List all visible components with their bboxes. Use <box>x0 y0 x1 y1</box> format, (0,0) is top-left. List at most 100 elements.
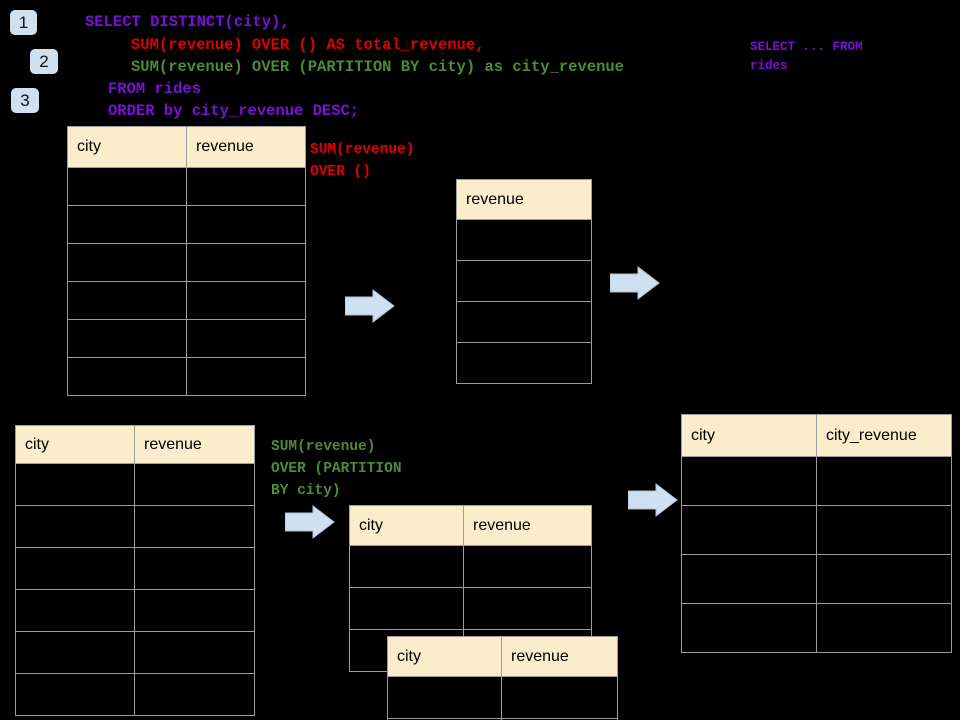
cell-revenue <box>186 357 306 396</box>
column-header-revenue: revenue <box>501 636 618 677</box>
sql-line-sum-over-partition: SUM(revenue) OVER (PARTITION BY city) as… <box>131 58 624 76</box>
sql-line-from-rides: FROM rides <box>108 80 202 98</box>
table-body <box>15 463 255 716</box>
column-header-city-revenue: city_revenue <box>816 414 952 457</box>
table-row <box>67 357 306 396</box>
table-row <box>681 554 952 604</box>
table-partition-front: city revenue <box>387 636 618 720</box>
table-body <box>387 676 618 720</box>
cell-city-revenue <box>816 456 952 506</box>
table-rides-top: city revenue <box>67 126 306 396</box>
cell-city <box>15 631 135 674</box>
table-row <box>456 219 592 261</box>
cell-city <box>67 319 187 358</box>
table-header-row: city revenue <box>67 126 306 168</box>
table-row <box>67 319 306 358</box>
column-header-revenue: revenue <box>463 505 592 546</box>
table-row <box>681 603 952 653</box>
cell-revenue <box>463 587 592 630</box>
step-badge-1: 1 <box>10 10 37 35</box>
table-header-row: revenue <box>456 179 592 220</box>
arrow-rides-to-partition-icon <box>285 504 335 540</box>
cell-revenue <box>134 463 255 506</box>
cell-revenue <box>186 281 306 320</box>
cell-city <box>681 554 817 604</box>
column-header-city: city <box>15 425 135 464</box>
annotation-over-partition-line-1: SUM(revenue) <box>271 439 376 455</box>
sql-side-note-line-1: SELECT ... FROM <box>750 40 863 54</box>
cell-revenue <box>134 505 255 548</box>
table-header-row: city revenue <box>349 505 592 546</box>
column-header-city: city <box>387 636 502 677</box>
table-header-row: city revenue <box>15 425 255 464</box>
table-row <box>456 260 592 302</box>
cell-city <box>67 357 187 396</box>
annotation-over-partition-line-3: BY city) <box>271 483 341 499</box>
cell-revenue <box>186 167 306 206</box>
column-header-city: city <box>681 414 817 457</box>
table-row <box>15 631 255 674</box>
table-row <box>67 167 306 206</box>
cell-revenue <box>186 205 306 244</box>
cell-revenue <box>456 260 592 302</box>
table-result: city city_revenue <box>681 414 952 653</box>
sql-line-sum-over-empty: SUM(revenue) OVER () AS total_revenue, <box>131 36 485 54</box>
cell-city <box>349 587 464 630</box>
table-rides-bottom: city revenue <box>15 425 255 716</box>
cell-revenue <box>134 673 255 716</box>
table-row <box>67 205 306 244</box>
table-row <box>456 342 592 384</box>
cell-revenue <box>134 631 255 674</box>
cell-city <box>349 545 464 588</box>
step-badge-3: 3 <box>11 88 39 113</box>
cell-city <box>681 456 817 506</box>
cell-city <box>67 205 187 244</box>
cell-revenue <box>134 589 255 632</box>
cell-city <box>15 463 135 506</box>
cell-revenue <box>456 342 592 384</box>
sql-line-select-distinct: SELECT DISTINCT(city), <box>85 13 290 31</box>
table-body <box>681 456 952 653</box>
arrow-total-to-result-icon <box>610 265 660 301</box>
cell-city-revenue <box>816 554 952 604</box>
cell-revenue <box>456 301 592 343</box>
arrow-partition-to-result-icon <box>628 482 678 518</box>
table-row <box>15 547 255 590</box>
sql-side-note-line-2: rides <box>750 59 788 73</box>
table-row <box>387 718 618 720</box>
cell-city <box>681 505 817 555</box>
cell-revenue <box>501 718 618 720</box>
step-badge-2: 2 <box>30 49 58 74</box>
cell-revenue <box>134 547 255 590</box>
cell-city <box>67 167 187 206</box>
step-badge-3-label: 3 <box>20 91 30 110</box>
cell-city <box>67 243 187 282</box>
annotation-over-partition-line-2: OVER (PARTITION <box>271 461 402 477</box>
cell-city <box>681 603 817 653</box>
cell-revenue <box>186 243 306 282</box>
column-header-revenue: revenue <box>186 126 306 168</box>
cell-city-revenue <box>816 603 952 653</box>
table-row <box>681 456 952 506</box>
table-row <box>15 463 255 506</box>
table-row <box>15 589 255 632</box>
cell-city <box>67 281 187 320</box>
table-row <box>456 301 592 343</box>
table-row <box>67 281 306 320</box>
column-header-revenue: revenue <box>134 425 255 464</box>
column-header-city: city <box>349 505 464 546</box>
column-header-city: city <box>67 126 187 168</box>
arrow-rides-to-total-icon <box>345 288 395 324</box>
step-badge-2-label: 2 <box>39 52 49 71</box>
annotation-over-empty-line-1: SUM(revenue) <box>310 142 415 158</box>
table-row <box>387 676 618 719</box>
cell-revenue <box>463 545 592 588</box>
step-badge-1-label: 1 <box>18 13 29 32</box>
table-row <box>15 673 255 716</box>
cell-city-revenue <box>816 505 952 555</box>
table-row <box>681 505 952 555</box>
cell-revenue <box>456 219 592 261</box>
cell-city <box>387 676 502 719</box>
table-header-row: city revenue <box>387 636 618 677</box>
